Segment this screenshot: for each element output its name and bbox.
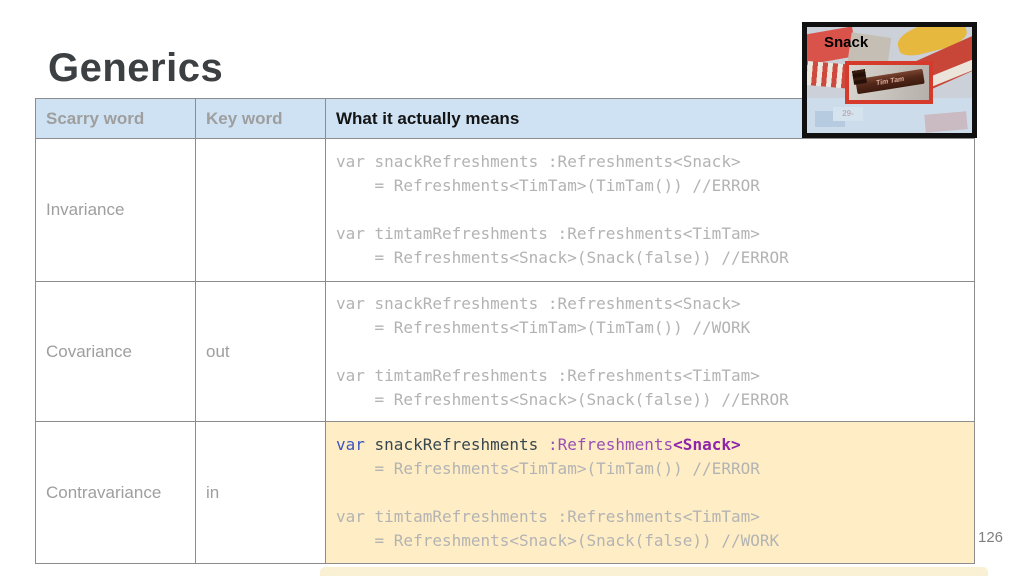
table-cell-scary-contravariance: Contravariance bbox=[36, 422, 196, 563]
slide-page-number: 126 bbox=[978, 529, 1004, 546]
cutoff-highlight-strip bbox=[320, 567, 988, 576]
table-cell-key-invariance bbox=[196, 139, 326, 282]
snack-photo-card: 29- Snack Tim Tam bbox=[802, 22, 977, 138]
column-header-scary-word: Scarry word bbox=[36, 99, 196, 139]
code-blank-line bbox=[336, 481, 974, 505]
column-header-key-word: Key word bbox=[196, 99, 326, 139]
code-line: = Refreshments<TimTam>(TimTam()) //ERROR bbox=[336, 176, 760, 195]
table-cell-key-covariance: out bbox=[196, 282, 326, 422]
table-cell-code-contravariance-highlighted: var snackRefreshments :Refreshments<Snac… bbox=[326, 422, 974, 563]
code-generic-parameter: <Snack> bbox=[673, 434, 741, 454]
code-line: = Refreshments<TimTam>(TimTam()) //ERROR bbox=[336, 458, 760, 478]
code-identifier: snackRefreshments bbox=[364, 434, 548, 454]
table-cell-code-covariance: var snackRefreshments :Refreshments<Snac… bbox=[326, 282, 974, 422]
code-keyword: var bbox=[336, 434, 365, 454]
table-cell-scary-covariance: Covariance bbox=[36, 282, 196, 422]
code-line: = Refreshments<Snack>(Snack(false)) //ER… bbox=[336, 389, 789, 409]
code-line: = Refreshments<Snack>(Snack(false)) //ER… bbox=[336, 248, 789, 267]
snack-card-label: Snack bbox=[824, 34, 869, 51]
code-type-name: :Refreshments bbox=[547, 434, 674, 454]
code-line: var snackRefreshments :Refreshments<Snac… bbox=[336, 293, 741, 313]
snack-highlight-red-box: Tim Tam bbox=[845, 61, 933, 104]
code-line: var timtamRefreshments :Refreshments<Tim… bbox=[336, 365, 760, 385]
code-line: var timtamRefreshments :Refreshments<Tim… bbox=[336, 506, 760, 526]
table-cell-code-invariance: var snackRefreshments :Refreshments<Snac… bbox=[326, 139, 974, 282]
chocolate-biscuit-stack bbox=[851, 69, 868, 85]
code-line: = Refreshments<Snack>(Snack(false)) //WO… bbox=[336, 530, 780, 550]
table-cell-key-contravariance: in bbox=[196, 422, 326, 563]
code-blank-line bbox=[336, 340, 974, 364]
code-line: = Refreshments<TimTam>(TimTam()) //WORK bbox=[336, 317, 751, 337]
code-line: var timtamRefreshments :Refreshments<Tim… bbox=[336, 224, 760, 243]
code-blank-line bbox=[336, 198, 974, 222]
code-line-syntax-highlighted: var snackRefreshments :Refreshments<Snac… bbox=[336, 433, 974, 457]
page-title: Generics bbox=[48, 46, 224, 90]
variance-table: Scarry word Key word What it actually me… bbox=[35, 98, 975, 564]
table-cell-scary-invariance: Invariance bbox=[36, 139, 196, 282]
code-line: var snackRefreshments :Refreshments<Snac… bbox=[336, 152, 741, 171]
